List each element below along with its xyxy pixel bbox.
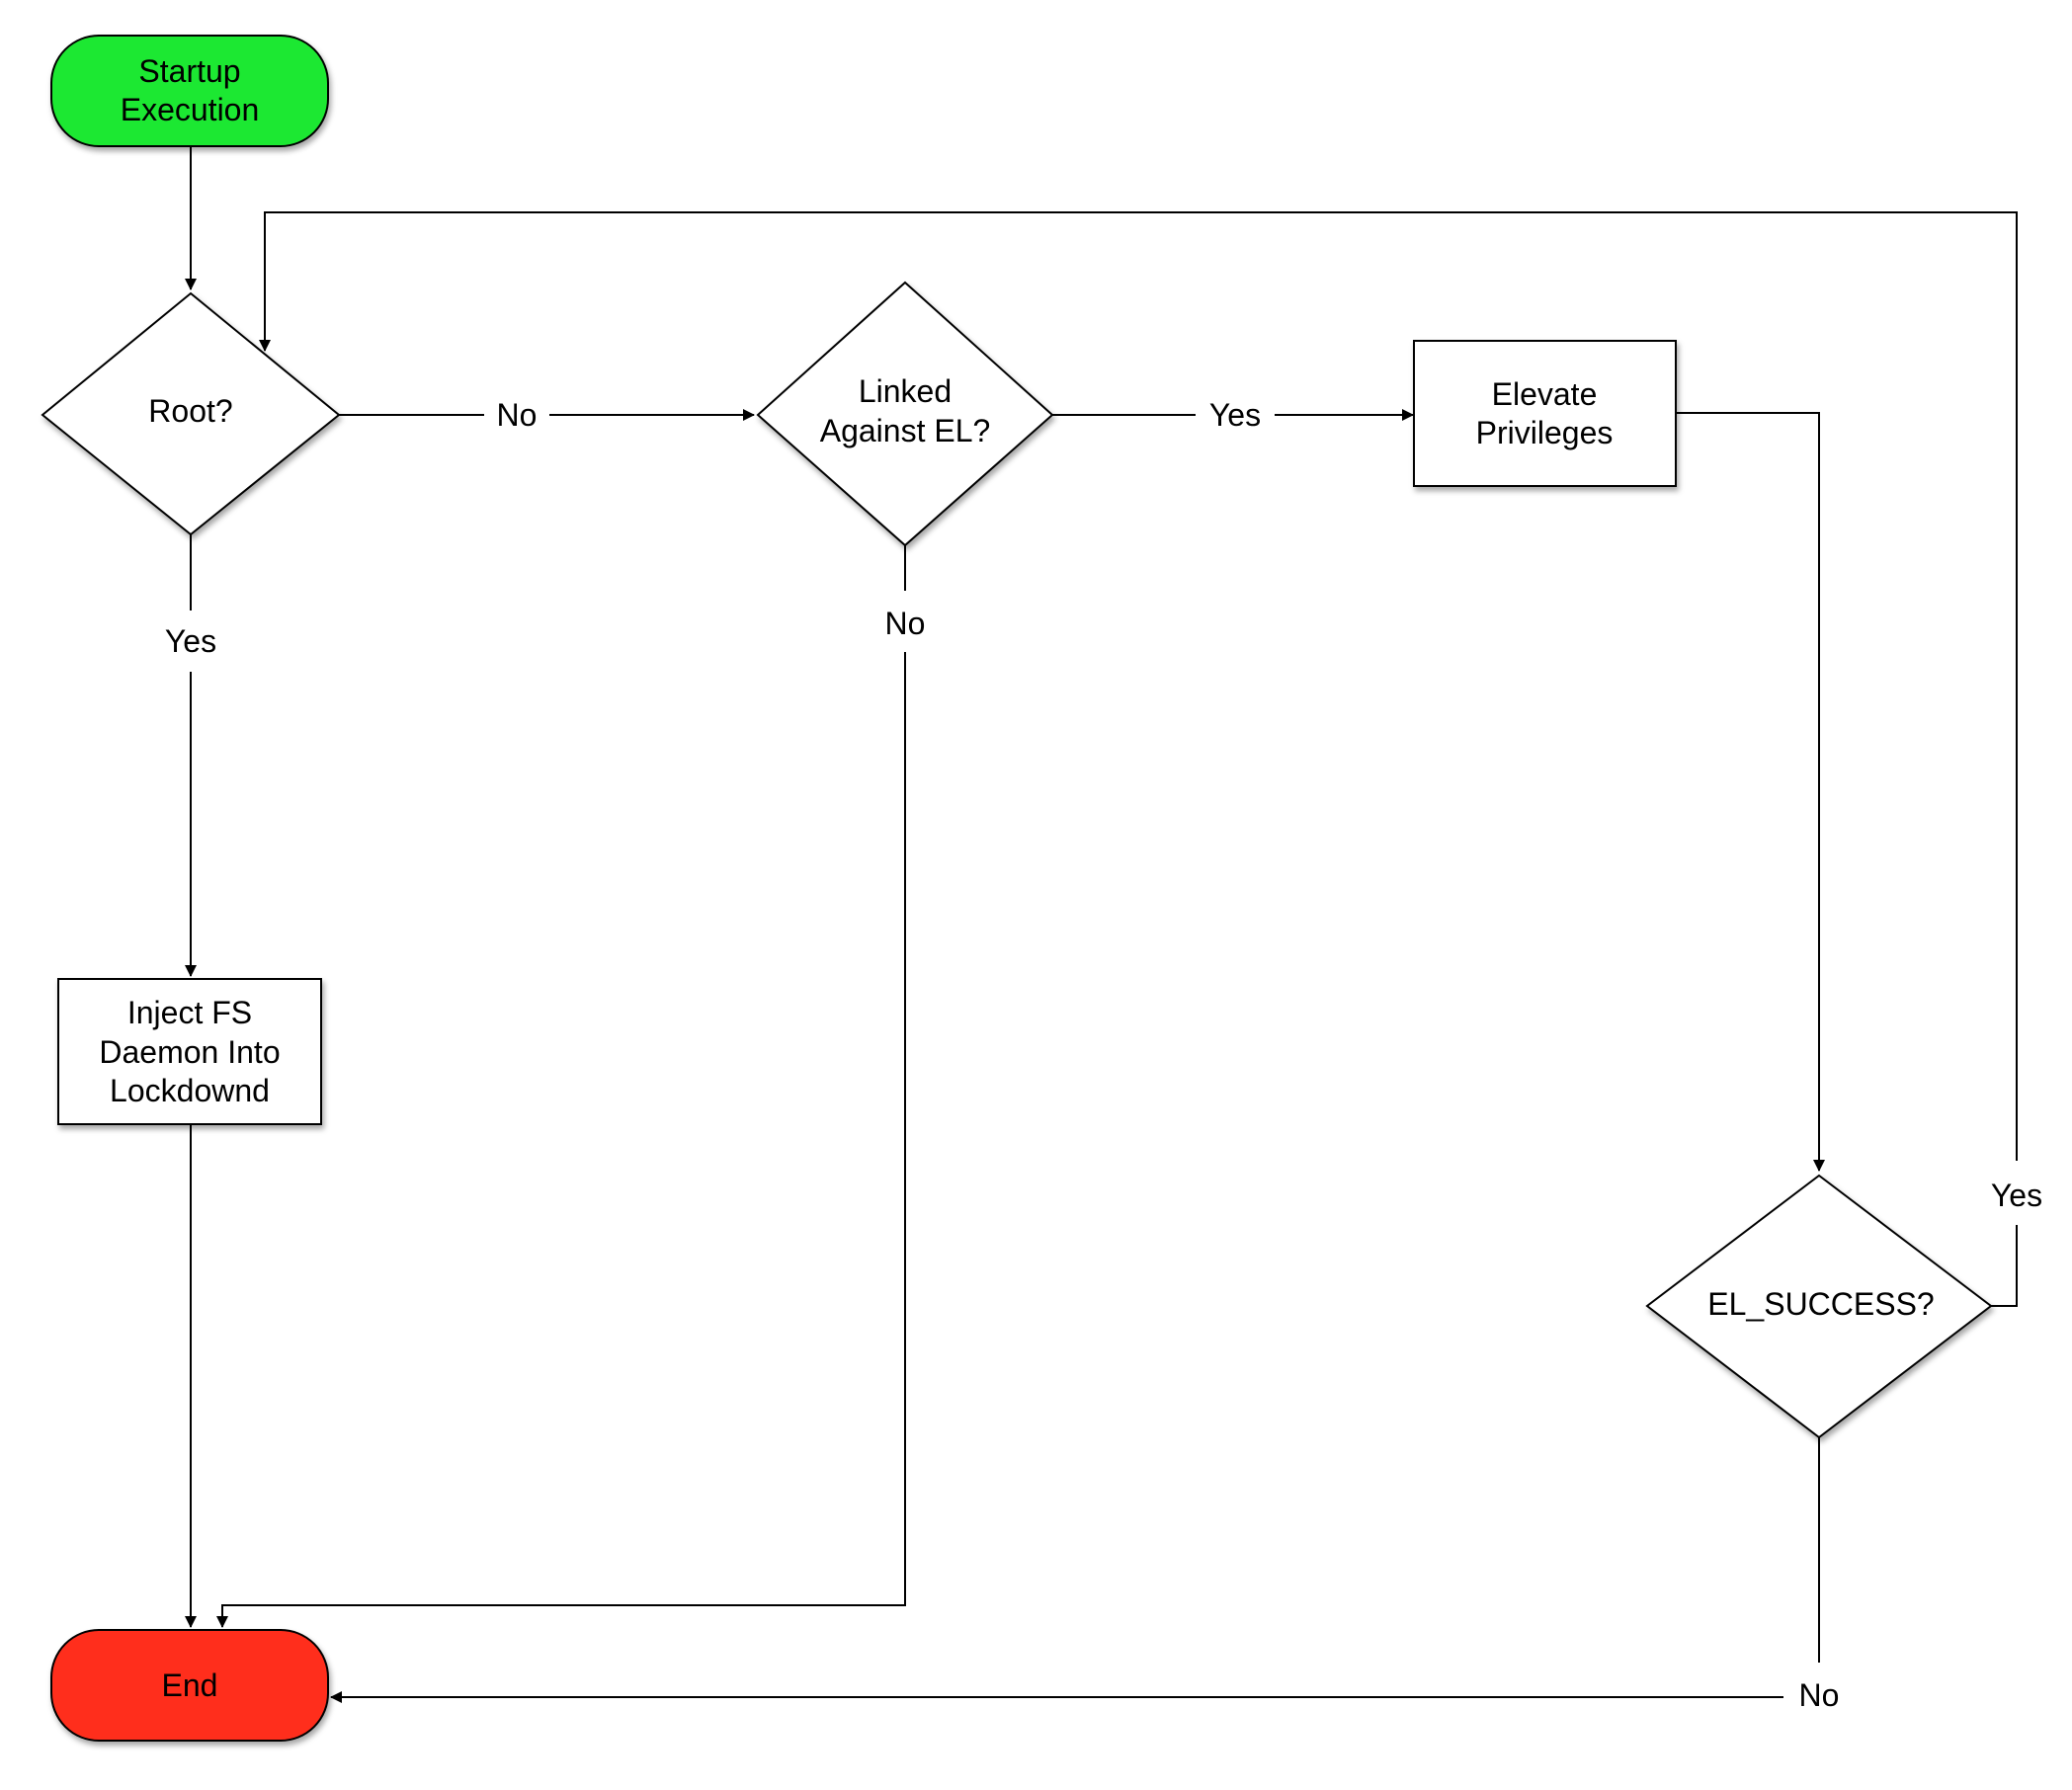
start-node-label: Startup [138, 53, 240, 89]
el-success-decision-label: EL_SUCCESS? [1707, 1286, 1934, 1322]
start-node-shape [50, 35, 329, 147]
elevate-node: Elevate Privileges [1413, 340, 1677, 487]
inject-node-label: Lockdownd [110, 1073, 270, 1108]
linked-decision-label: Linked [859, 373, 952, 409]
edge-label-root-no: No [497, 397, 538, 433]
root-decision-label: Root? [148, 393, 232, 429]
end-node: End [50, 1629, 329, 1742]
linked-decision-label: Against EL? [820, 413, 991, 448]
edge-label-success-no: No [1799, 1677, 1840, 1713]
root-decision-shape [41, 291, 341, 536]
edge-elevate-to-success [1676, 412, 1825, 1172]
edge-success-yes-segment-2 [259, 211, 2018, 1161]
edge-label-success-yes: Yes [1991, 1178, 2042, 1213]
elevate-node-shape [1413, 340, 1677, 487]
inject-node-shape [57, 978, 322, 1125]
start-node-label: Execution [121, 92, 260, 127]
end-node-shape [50, 1629, 329, 1742]
edge-label-root-yes: Yes [165, 623, 216, 659]
nodes: Startup Execution Root? Linked Against E… [41, 35, 1993, 1742]
el-success-decision: EL_SUCCESS? [1645, 1174, 1993, 1439]
inject-node-label: Inject FS [127, 995, 252, 1030]
linked-decision-shape [756, 281, 1054, 547]
inject-node-label: Daemon Into [99, 1034, 280, 1070]
edge-success-yes-segment-1 [1989, 1225, 2018, 1307]
el-success-decision-shape [1645, 1174, 1993, 1439]
edge-linked-no-segment-2 [216, 652, 906, 1628]
root-decision: Root? [41, 291, 341, 536]
linked-decision: Linked Against EL? [756, 281, 1054, 547]
edge-label-linked-yes: Yes [1209, 397, 1261, 433]
end-node-label: End [162, 1668, 218, 1703]
start-node: Startup Execution [50, 35, 329, 147]
edges [185, 146, 2018, 1703]
elevate-node-label: Elevate [1492, 376, 1598, 412]
edge-labels: No Yes Yes No Yes No [165, 397, 2042, 1713]
elevate-node-label: Privileges [1476, 415, 1614, 450]
edge-label-linked-no: No [885, 606, 926, 641]
inject-node: Inject FS Daemon Into Lockdownd [57, 978, 322, 1125]
